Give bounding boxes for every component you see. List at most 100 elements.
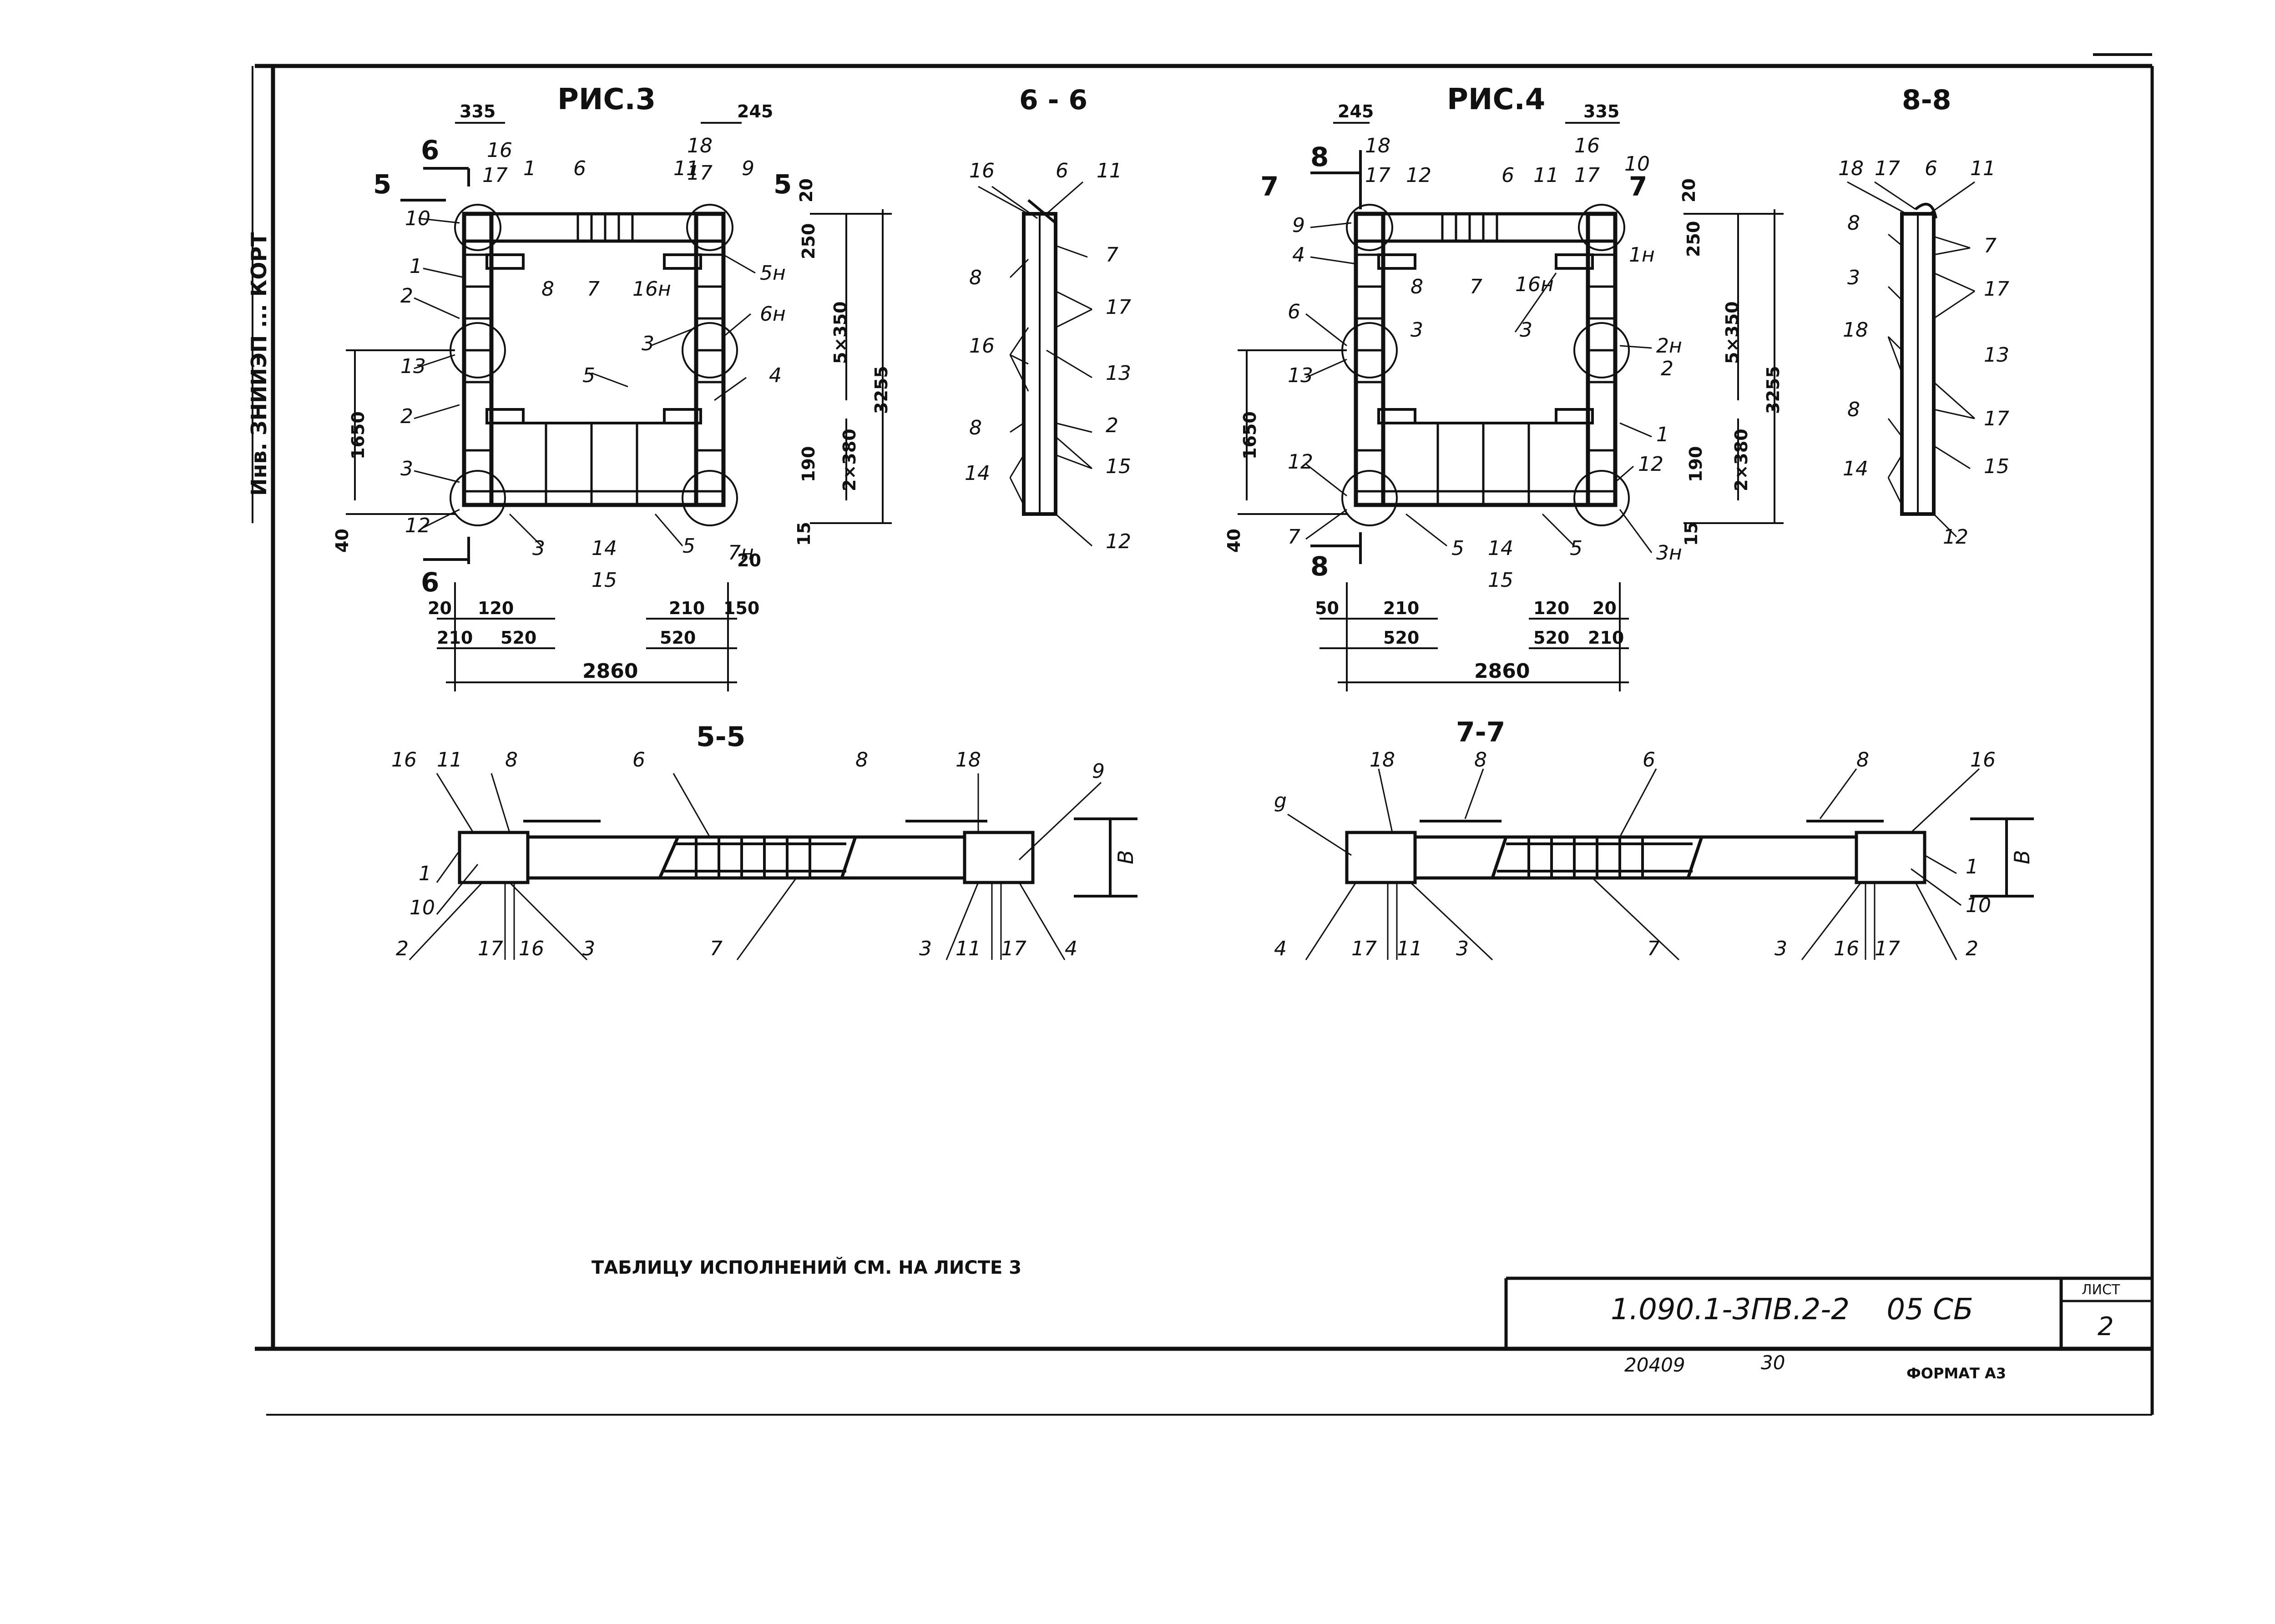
fig3-dim-r5: 190 bbox=[799, 446, 819, 482]
fig3-callout: 16 bbox=[487, 139, 512, 162]
fig3-dimensions: 335 245 20 120 210 150 210 520 520 2860 … bbox=[332, 101, 891, 683]
sec77-callout: 4 bbox=[1274, 937, 1287, 960]
sec66-callout: 14 bbox=[965, 462, 990, 485]
fig3-dim-l1: 1650 bbox=[348, 411, 368, 459]
fig4-dim-overall: 2860 bbox=[1474, 660, 1530, 683]
fig4-callout: 16 bbox=[1574, 134, 1600, 157]
fig4-callouts: 18 17 12 6 11 16 17 10 9 4 6 13 12 7 8 3… bbox=[1288, 134, 1682, 592]
fig4-dim-c1: 520 bbox=[1383, 628, 1419, 648]
title-block: 1.090.1-3ПВ.2-2 05 СБ ЛИСТ 2 bbox=[1504, 1276, 2152, 1349]
fig3-callout: 7н bbox=[728, 541, 754, 565]
fig4-section-8-bottom: 8 bbox=[1310, 551, 1329, 582]
sec66-callout: 7 bbox=[1106, 243, 1118, 267]
fig3-dim-c1: 210 bbox=[437, 628, 473, 648]
fig4-dim-l1: 1650 bbox=[1240, 411, 1260, 459]
fig4-dim-r5: 190 bbox=[1686, 446, 1706, 482]
fig4-dim-top-left: 245 bbox=[1338, 101, 1374, 121]
fig4-dim-r1: 20 bbox=[1679, 178, 1699, 202]
footer: 20409 30 ФОРМАТ А3 bbox=[1624, 1352, 2006, 1382]
fig3-dim-l2: 40 bbox=[332, 529, 352, 553]
fig4-callout: 9 bbox=[1292, 214, 1305, 237]
fig4-callout: 3н bbox=[1656, 541, 1682, 565]
sec88-callout: 18 bbox=[1843, 318, 1868, 342]
sec77-callout: 3 bbox=[1456, 937, 1469, 960]
fig4-callout: 2 bbox=[1661, 357, 1673, 380]
fig4-dim-r2: 250 bbox=[1684, 221, 1704, 257]
fig4-section-7-left: 7 bbox=[1260, 171, 1279, 202]
fig4-callout: 1 bbox=[1656, 423, 1669, 446]
fig4-callout: 5 bbox=[1570, 537, 1582, 560]
sec66-callout: 11 bbox=[1097, 159, 1122, 182]
fig3-callout: 18 bbox=[687, 134, 713, 157]
sec55-title: 5-5 bbox=[696, 721, 745, 753]
fig3-callout: 1 bbox=[410, 255, 422, 278]
fig4-callout: 12 bbox=[1406, 164, 1431, 187]
fig3-callout: 17 bbox=[687, 161, 713, 185]
fig4-dim-b3: 120 bbox=[1533, 598, 1569, 618]
fig4-dim-r6: 2×380 bbox=[1731, 429, 1751, 491]
sec88-callout: 7 bbox=[1984, 234, 1997, 257]
fig4-dim-r4: 3255 bbox=[1763, 366, 1783, 414]
sec55-callout: 16 bbox=[519, 937, 544, 960]
sec55-callout: 18 bbox=[956, 748, 981, 772]
fig4-dim-l2: 40 bbox=[1224, 529, 1244, 553]
fig3-section-6-bottom: 6 bbox=[421, 567, 439, 598]
sec55-callout: 11 bbox=[437, 748, 462, 772]
sec77-callout: 8 bbox=[1474, 748, 1487, 772]
sec88-callout: 18 bbox=[1838, 157, 1864, 180]
sec66-callout: 17 bbox=[1106, 296, 1131, 319]
sec77-callout: 7 bbox=[1647, 937, 1660, 960]
sec88-callout: 17 bbox=[1875, 157, 1900, 180]
fig4-callout: 18 bbox=[1365, 134, 1390, 157]
sec77-callout: 6 bbox=[1643, 748, 1655, 772]
sec55-callout: 6 bbox=[632, 748, 645, 772]
fig4-callout: 12 bbox=[1638, 453, 1663, 476]
drawing-note: ТАБЛИЦУ ИСПОЛНЕНИЙ СМ. НА ЛИСТЕ 3 bbox=[592, 1256, 1021, 1278]
fig3-section-marks: 6 5 5 6 bbox=[373, 135, 792, 598]
fig3-dim-r6: 2×380 bbox=[839, 429, 859, 491]
fig4-callout: 3 bbox=[1410, 318, 1423, 342]
fig3-callout: 7 bbox=[587, 277, 600, 301]
sec77-height-label: В bbox=[2010, 850, 2034, 864]
fig3-callout: 14 bbox=[592, 537, 617, 560]
fig4-section-marks: 8 7 7 8 bbox=[1260, 141, 1647, 582]
fig3-callout: 9 bbox=[742, 157, 754, 180]
sec88-callout: 6 bbox=[1925, 157, 1937, 180]
fig3-callout: 2 bbox=[400, 405, 413, 428]
fig3-dim-b4: 150 bbox=[723, 598, 759, 618]
fig3-top-beam bbox=[462, 212, 725, 243]
sec77-callout: 18 bbox=[1370, 748, 1395, 772]
sec66-callouts: 16 6 11 7 8 17 16 13 2 8 14 15 12 bbox=[965, 159, 1131, 553]
fig3-callout: 5н bbox=[760, 262, 786, 285]
section-5-5: 5-5 16 11 bbox=[391, 721, 1138, 961]
fig4-section-8-top: 8 bbox=[1310, 141, 1329, 172]
sec88-callout: 15 bbox=[1984, 455, 2009, 478]
fig3-callout: 5 bbox=[682, 535, 695, 558]
sec88-callout: 14 bbox=[1843, 457, 1868, 480]
sec55-callout: 3 bbox=[919, 937, 932, 960]
fig4-callout: 10 bbox=[1624, 152, 1650, 176]
sec66-callout: 15 bbox=[1106, 455, 1131, 478]
fig4-dim-b1: 50 bbox=[1315, 598, 1339, 618]
sec66-callout: 2 bbox=[1106, 414, 1118, 437]
sec77-callout: 1 bbox=[1966, 855, 1978, 878]
fig3-callout: 3 bbox=[400, 457, 413, 480]
sec77-title: 7-7 bbox=[1456, 716, 1505, 748]
sec55-callout: 16 bbox=[391, 748, 417, 772]
fig4-callout: 7 bbox=[1288, 525, 1300, 549]
fig4-callout: 15 bbox=[1488, 569, 1513, 592]
fig4-callout: 11 bbox=[1533, 164, 1559, 187]
section-7-7: 7-7 g bbox=[1274, 716, 2034, 961]
fig4-title: РИС.4 bbox=[1447, 83, 1545, 116]
fig4-callout: 4 bbox=[1292, 243, 1305, 267]
sec55-callout: 1 bbox=[419, 862, 431, 885]
sec88-callout: 12 bbox=[1943, 525, 1968, 549]
fig3-dim-c2: 520 bbox=[500, 628, 536, 648]
fig4-top-beam bbox=[1354, 212, 1617, 243]
fig3-section-5-right: 5 bbox=[774, 169, 792, 200]
fig4-dimensions: 245 335 50 210 120 20 520 520 210 2860 2… bbox=[1224, 101, 1783, 683]
sec55-callout: 9 bbox=[1092, 760, 1105, 783]
sec55-callout: 3 bbox=[582, 937, 595, 960]
fig3-dim-r8: 20 bbox=[737, 550, 761, 570]
fig3-callout: 16н bbox=[632, 277, 671, 301]
